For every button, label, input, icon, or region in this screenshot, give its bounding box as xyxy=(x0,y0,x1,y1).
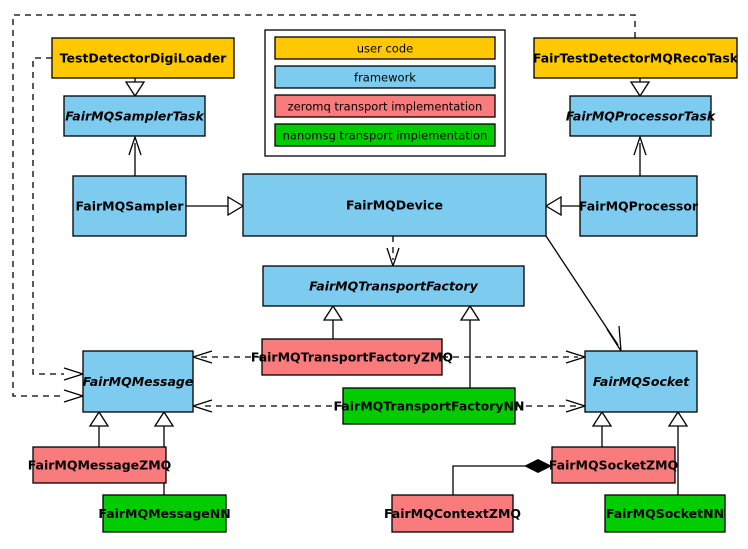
class-node-label: FairTestDetectorMQRecoTask xyxy=(533,51,739,66)
class-node-testdetectordigiloader[interactable]: TestDetectorDigiLoader xyxy=(51,37,235,79)
edge-socketzmq-to-contextzmq xyxy=(452,465,538,495)
arrowhead-processor-to-device xyxy=(544,195,562,217)
class-node-fairmqmessage[interactable]: FairMQMessage xyxy=(82,350,194,413)
class-node-fairtestdetectormqrecotask[interactable]: FairTestDetectorMQRecoTask xyxy=(533,37,739,79)
class-node-box[interactable] xyxy=(102,494,227,533)
arrowhead-digiloader-to-fairmqmessage xyxy=(63,367,86,381)
class-node-fairmqsocketzmq[interactable]: FairMQSocketZMQ xyxy=(549,446,678,484)
class-node-label: FairMQTransportFactoryZMQ xyxy=(251,350,453,365)
legend-label-user-code: user code xyxy=(357,42,413,56)
class-node-label: FairMQTransportFactoryNN xyxy=(334,399,525,414)
edge-group-composition xyxy=(452,459,552,495)
class-node-box[interactable] xyxy=(533,37,738,79)
arrowhead-socketnn-to-socket xyxy=(667,410,689,427)
class-node-label: FairMQTransportFactory xyxy=(309,279,478,294)
class-node-box[interactable] xyxy=(579,175,698,237)
arrowhead-recotask-to-processortask xyxy=(629,81,651,98)
class-node-label: FairMQSampler xyxy=(75,199,184,214)
arrowhead-factoryzmq-to-factory xyxy=(322,304,344,321)
class-node-label: FairMQDevice xyxy=(346,198,443,213)
arrowhead-recotask-to-fairmqmessage xyxy=(63,389,86,403)
class-node-layer: TestDetectorDigiLoaderFairMQSamplerTaskF… xyxy=(28,37,739,533)
edge-digiloader-to-fairmqmessage xyxy=(32,57,76,375)
class-node-fairmqmessagenn[interactable]: FairMQMessageNN xyxy=(98,494,231,533)
class-node-label: FairMQContextZMQ xyxy=(384,506,521,521)
class-node-label: FairMQMessage xyxy=(83,374,194,389)
edge-device-to-socket xyxy=(545,235,619,346)
class-node-label: FairMQSamplerTask xyxy=(65,109,204,124)
class-node-box[interactable] xyxy=(604,494,726,533)
class-node-box[interactable] xyxy=(551,446,676,484)
class-node-fairmqsampler[interactable]: FairMQSampler xyxy=(72,175,187,237)
legend-label-zeromq: zeromq transport implementation xyxy=(288,100,483,114)
class-node-fairmqtransportfactorynn[interactable]: FairMQTransportFactoryNN xyxy=(334,387,525,425)
arrowhead-sampler-to-device xyxy=(227,195,245,217)
legend-swatch-user-code xyxy=(274,36,496,60)
arrowhead-processor-to-processortask xyxy=(633,134,647,156)
class-node-box[interactable] xyxy=(391,494,514,533)
class-node-fairmqdevice[interactable]: FairMQDevice xyxy=(242,173,547,237)
class-node-label: FairMQProcessor xyxy=(579,199,699,214)
class-node-label: TestDetectorDigiLoader xyxy=(60,51,228,66)
class-node-box[interactable] xyxy=(584,350,698,413)
edge-group-device-socket xyxy=(545,235,622,352)
class-node-box[interactable] xyxy=(82,350,194,413)
class-node-box[interactable] xyxy=(32,446,167,484)
class-node-box[interactable] xyxy=(72,175,187,237)
diamond-socketzmq-composition xyxy=(524,459,552,473)
class-node-box[interactable] xyxy=(342,387,516,425)
class-node-label: FairMQProcessorTask xyxy=(566,109,716,124)
class-node-label: FairMQSocket xyxy=(593,374,690,389)
class-node-fairmqtransportfactoryzmq[interactable]: FairMQTransportFactoryZMQ xyxy=(251,338,453,376)
class-node-label: FairMQMessageZMQ xyxy=(28,458,172,473)
arrowhead-digiloader-to-samplertask xyxy=(124,81,146,98)
class-node-fairmqprocessor[interactable]: FairMQProcessor xyxy=(579,175,699,237)
arrowhead-messagezmq-to-message xyxy=(88,410,110,427)
legend-swatch-framework xyxy=(274,65,496,89)
class-node-fairmqcontextzmq[interactable]: FairMQContextZMQ xyxy=(384,494,521,533)
edge-recotask-to-fairmqmessage xyxy=(12,14,636,397)
class-node-label: FairMQSocketZMQ xyxy=(549,458,678,473)
class-node-label: FairMQSocketNN xyxy=(606,506,724,521)
arrowhead-socketzmq-to-socket xyxy=(591,410,613,427)
class-node-fairmqmessagezmq[interactable]: FairMQMessageZMQ xyxy=(28,446,172,484)
edge-group-transport-dependencies xyxy=(190,236,588,413)
class-node-box[interactable] xyxy=(569,95,712,137)
arrowhead-sampler-to-samplertask xyxy=(128,134,142,156)
class-node-label: FairMQMessageNN xyxy=(98,506,230,521)
arrowhead-factorynn-to-factory xyxy=(459,304,481,321)
arrowhead-messagenn-to-message xyxy=(153,410,175,427)
class-node-fairmqsocket[interactable]: FairMQSocket xyxy=(584,350,698,413)
class-node-fairmqprocessortask[interactable]: FairMQProcessorTask xyxy=(566,95,716,137)
class-node-box[interactable] xyxy=(262,265,525,307)
class-node-box[interactable] xyxy=(242,173,547,237)
class-node-box[interactable] xyxy=(63,95,206,137)
class-node-box[interactable] xyxy=(51,37,235,79)
class-node-fairmqsamplertask[interactable]: FairMQSamplerTask xyxy=(63,95,206,137)
legend-swatch-zeromq xyxy=(274,94,496,118)
legend-label-framework: framework xyxy=(354,71,416,85)
class-node-box[interactable] xyxy=(261,338,443,376)
class-node-fairmqsocketnn[interactable]: FairMQSocketNN xyxy=(604,494,726,533)
legend-label-nanomsg: nanomsg transport implementation xyxy=(283,129,488,143)
legend: user code framework zeromq transport imp… xyxy=(264,29,506,157)
legend-swatch-nanomsg xyxy=(274,123,496,147)
class-node-fairmqtransportfactory[interactable]: FairMQTransportFactory xyxy=(262,265,525,307)
